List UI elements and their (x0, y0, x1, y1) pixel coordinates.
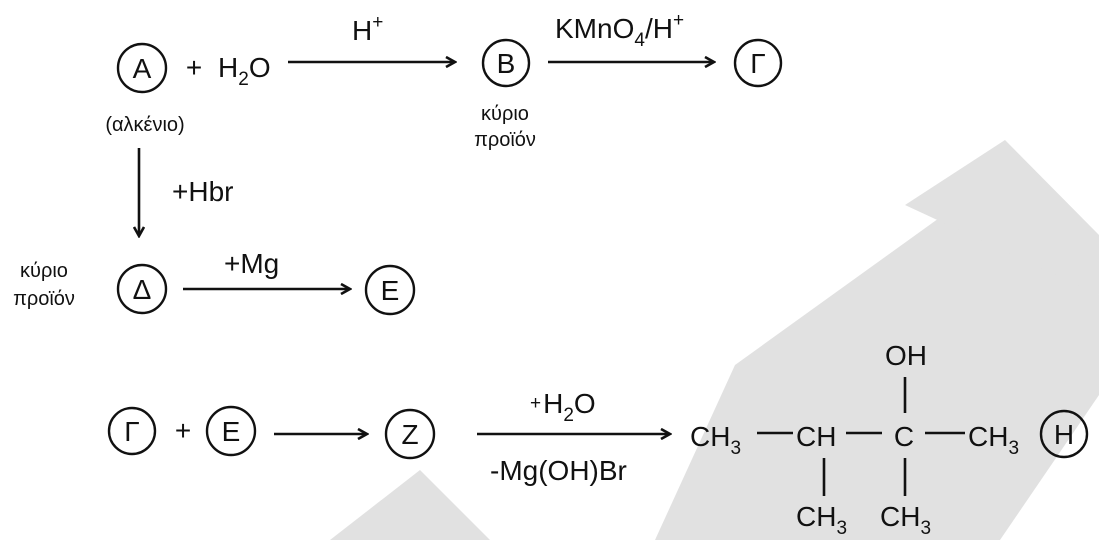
node-e: E (364, 264, 416, 316)
product-ch: CH (796, 421, 836, 452)
product-ch3-bottom-left: CH3 (796, 501, 847, 539)
product-structure: CH3 CH C CH3 OH CH3 CH3 H (690, 340, 1089, 539)
node-e-bottom: E (205, 405, 257, 457)
watermark-logo (330, 140, 1099, 540)
product-ch3-bottom-right: CH3 (880, 501, 931, 539)
node-e-bottom-label: E (222, 416, 241, 447)
main-product-note-d-line1: κύριο (20, 260, 68, 282)
node-b: B (481, 38, 531, 88)
product-ch3-left: CH3 (690, 421, 741, 459)
arrow-label-acid: H+ (352, 12, 383, 46)
product-c: C (894, 421, 914, 452)
arrow-label-oxidant: KMnO4/H+ (555, 10, 684, 51)
node-g: Γ (733, 38, 783, 88)
arrow-label-byproduct: -Mg(OH)Br (490, 455, 627, 486)
main-product-note-d-line2: προϊόν (13, 288, 75, 310)
plus-sign-bottom: + (175, 415, 191, 446)
node-g-bottom-label: Γ (124, 416, 139, 447)
node-d-label: Δ (133, 274, 152, 305)
node-e-label: E (381, 275, 400, 306)
main-product-note-b-line2: προϊόν (474, 129, 536, 151)
node-b-label: B (497, 48, 516, 79)
node-h (1039, 409, 1089, 459)
plus-sign: + (186, 52, 202, 83)
node-a: A (116, 42, 168, 94)
alkene-note: (αλκένιο) (105, 114, 184, 136)
arrow-label-mg: +Mg (224, 248, 279, 279)
water-formula: H2O (218, 52, 271, 90)
main-product-note-b-line1: κύριο (481, 103, 529, 125)
node-z-label: Z (401, 419, 418, 450)
node-z: Z (384, 408, 436, 460)
arrow-label-water: +H2O (530, 388, 596, 426)
node-g-label: Γ (750, 48, 765, 79)
node-g-bottom: Γ (107, 406, 157, 456)
product-oh: OH (885, 340, 927, 371)
node-h-label: H (1054, 419, 1074, 450)
arrow-label-hbr: +Hbr (172, 176, 233, 207)
product-ch3-right: CH3 (968, 421, 1019, 459)
node-d: Δ (116, 263, 168, 315)
node-a-label: A (133, 53, 152, 84)
